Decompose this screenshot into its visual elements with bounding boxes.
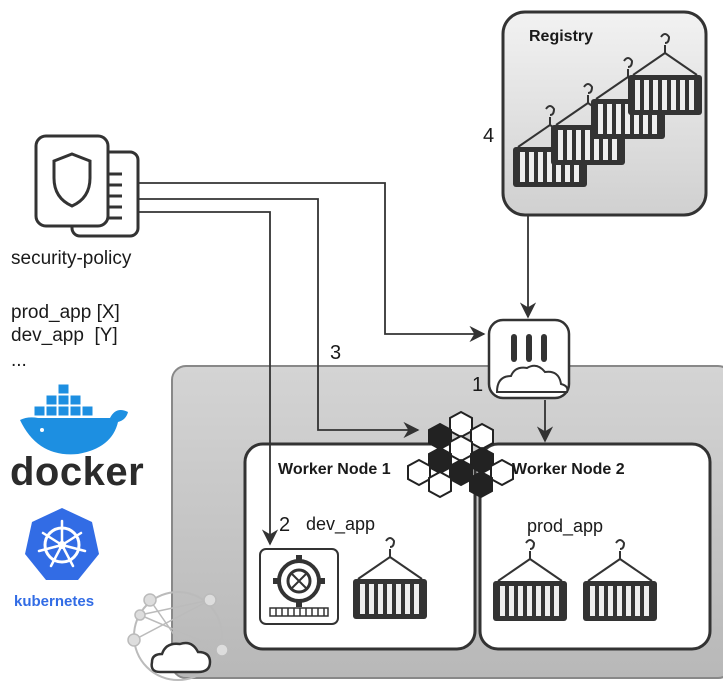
- gateway-icon: [487, 318, 571, 400]
- kubernetes-wordmark: kubernetes: [14, 593, 95, 610]
- step-1-label: 1: [472, 374, 484, 396]
- network-hexagon-icon: [407, 410, 514, 499]
- step-4-label: 4: [483, 125, 495, 147]
- policy-line-prod: prod_app [X]: [11, 302, 120, 323]
- service-gear-icon: [259, 548, 339, 625]
- worker-node-2-title: Worker Node 2: [512, 461, 625, 478]
- security-policy-icon: [34, 134, 140, 238]
- worker-node-2-app: prod_app: [527, 516, 604, 536]
- policy-line-more: ...: [11, 350, 27, 371]
- kubernetes-helm-icon: [25, 508, 99, 580]
- step-2-label: 2: [279, 514, 291, 536]
- security-policy-title: security-policy: [11, 248, 132, 269]
- network-cloud-icon: [127, 591, 229, 681]
- connector-lines: [139, 182, 554, 546]
- worker-node-1-app: dev_app: [306, 514, 376, 534]
- docker-wordmark: docker: [10, 450, 145, 494]
- docker-whale-icon: [20, 383, 128, 455]
- policy-line-dev: dev_app [Y]: [11, 325, 118, 346]
- step-3-label: 3: [330, 342, 342, 364]
- registry-title: Registry: [529, 28, 594, 45]
- worker-node-1-title: Worker Node 1: [278, 461, 391, 478]
